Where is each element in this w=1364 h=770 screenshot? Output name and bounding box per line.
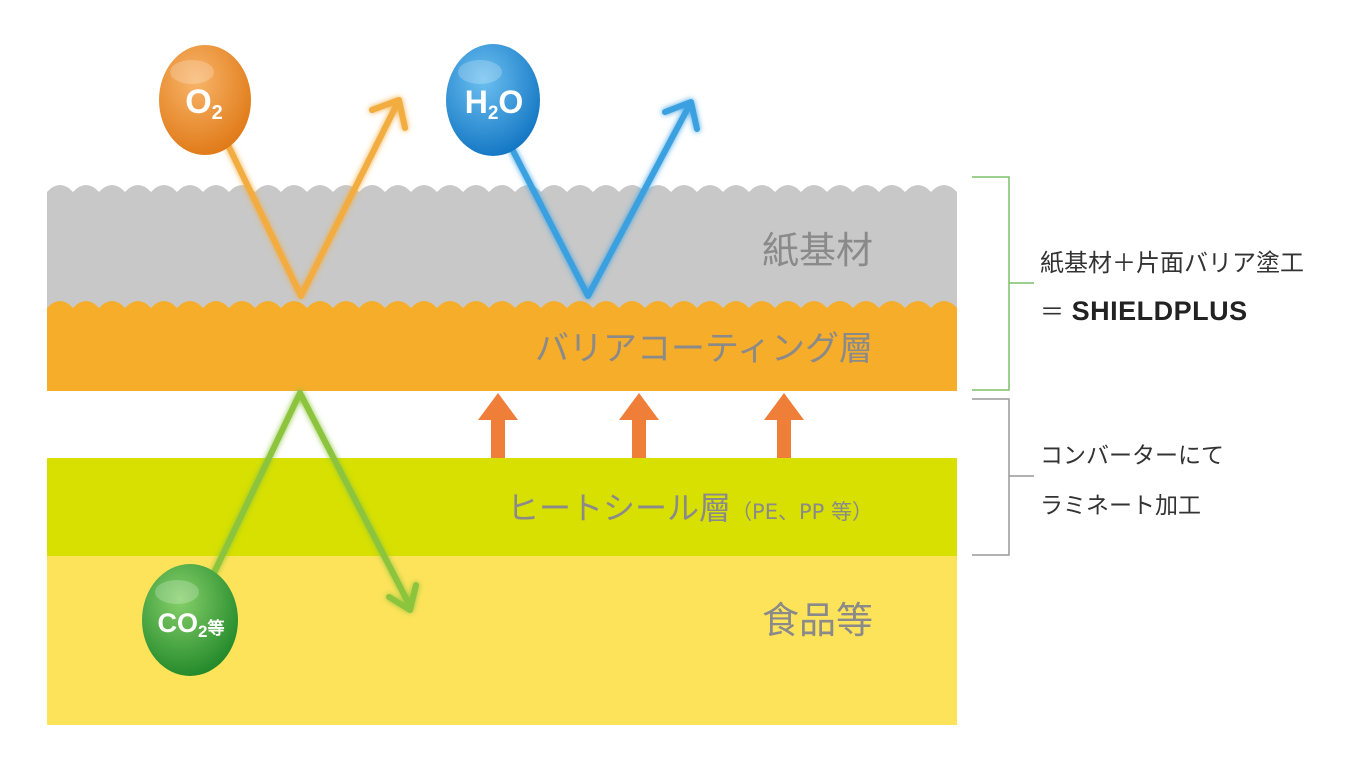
product-brand-name: SHIELDPLUS xyxy=(1071,296,1248,326)
top-bracket xyxy=(972,176,1010,391)
bottom-bracket xyxy=(972,398,1010,556)
h2o-extra: O xyxy=(498,84,523,120)
h2o-molecule-bubble: H2O xyxy=(446,44,540,156)
co2-molecule-bubble: CO2等 xyxy=(142,564,238,676)
co2-extra: 等 xyxy=(207,618,224,638)
o2-reflection-arrow xyxy=(225,97,408,299)
product-equation-prefix: ＝ xyxy=(1040,298,1072,326)
svg-text:O2: O2 xyxy=(185,83,223,124)
co2-sub: 2 xyxy=(198,622,207,641)
svg-text:H2O: H2O xyxy=(465,84,524,124)
barrier-layer-label: バリアコーティング層 xyxy=(535,329,873,369)
svg-text:CO2等: CO2等 xyxy=(158,608,225,641)
heatseal-layer-label: ヒートシール層（PE、PP 等） xyxy=(507,489,873,527)
h2o-sub: 2 xyxy=(488,103,499,124)
lamination-arrow-2 xyxy=(619,393,659,458)
co2-base: CO xyxy=(158,608,199,638)
lamination-arrow-1 xyxy=(478,393,518,458)
co2-reflection-arrow xyxy=(210,390,419,613)
o2-molecule-bubble: O2 xyxy=(159,45,251,155)
product-equation: ＝ SHIELDPLUS xyxy=(1040,292,1248,327)
lamination-arrow-3 xyxy=(764,393,804,458)
paper-layer-label: 紙基材 xyxy=(762,229,873,272)
o2-sub: 2 xyxy=(212,102,223,124)
coating-description: 紙基材＋片面バリア塗工 xyxy=(1040,249,1304,277)
o2-base: O xyxy=(185,83,211,121)
h2o-reflection-arrow xyxy=(507,99,700,299)
converter-note-line1: コンバーターにて xyxy=(1040,443,1224,469)
heatseal-layer xyxy=(47,458,957,556)
h2o-base: H xyxy=(465,84,488,120)
heatseal-layer-note: （PE、PP 等） xyxy=(731,500,873,524)
barrier-coating-layer xyxy=(47,301,957,391)
heatseal-layer-name: ヒートシール層 xyxy=(507,489,731,527)
food-layer-label: 食品等 xyxy=(762,599,873,642)
converter-note-line2: ラミネート加工 xyxy=(1040,493,1201,519)
lamination-arrows xyxy=(478,393,804,458)
paper-substrate-layer xyxy=(47,185,957,320)
